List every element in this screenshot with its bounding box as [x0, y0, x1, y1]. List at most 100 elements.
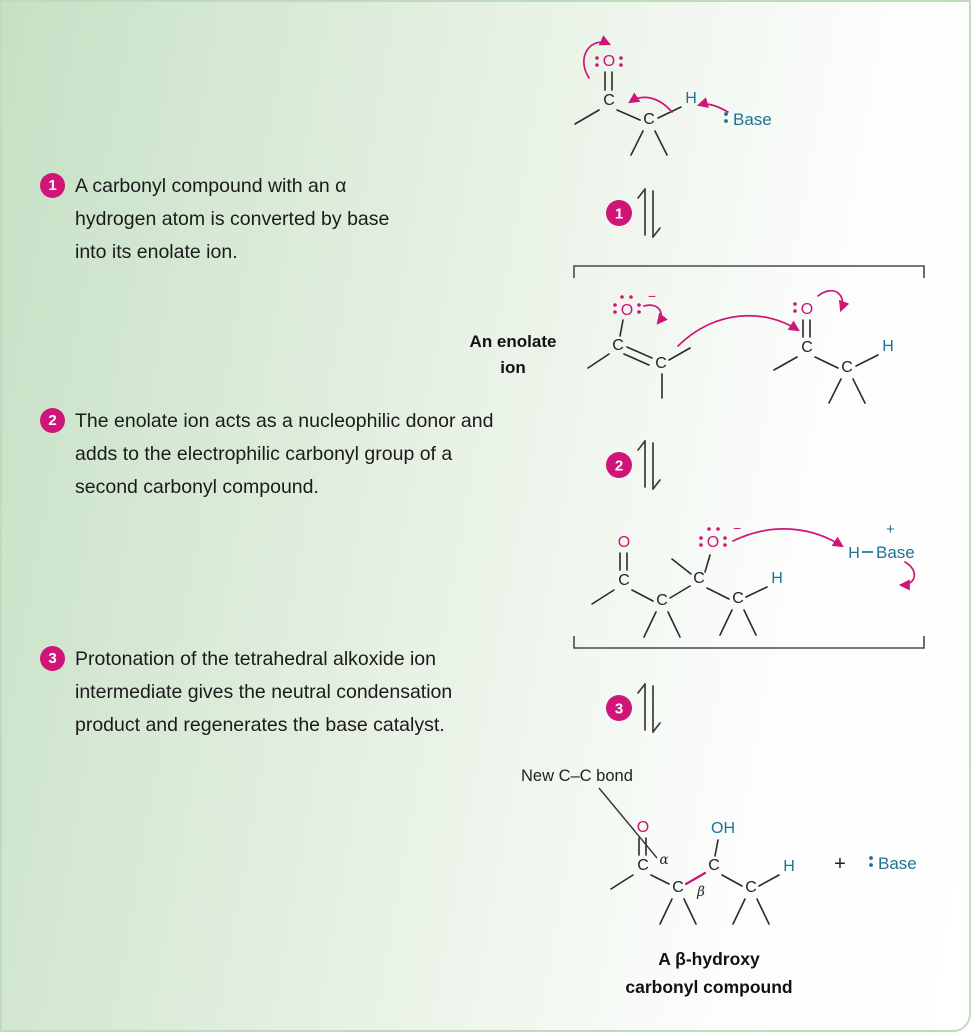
equilibrium-arrowhead	[652, 722, 661, 733]
lone-pair-dot	[716, 527, 720, 531]
enolate-carbon-2: C	[655, 355, 667, 372]
base-lone-pair-dot	[869, 856, 873, 860]
electron-arrow-to-oxygen	[817, 290, 850, 313]
lone-pair-dot	[613, 303, 617, 307]
base-lone-pair-dot	[724, 119, 728, 123]
step-1-badge: 1	[40, 173, 65, 198]
lone-pair-dot	[619, 63, 623, 67]
co-bond	[619, 319, 624, 337]
electron-arrow-bond-to-base	[898, 561, 916, 591]
lone-pair-dot	[637, 310, 641, 314]
step-1-text: A carbonyl compound with an α hydrogen a…	[75, 175, 390, 263]
co-bond	[704, 554, 711, 573]
step-2-description: 2 The enolate ion acts as a nucleophilic…	[40, 405, 510, 503]
ch-bond	[758, 874, 780, 887]
equilibrium-arrowhead	[652, 227, 661, 238]
methyl-bond	[659, 898, 673, 925]
new-bond-label: New C–C bond	[521, 767, 633, 785]
methyl-bond	[667, 611, 681, 638]
cc-bond	[814, 356, 839, 369]
product-caption: A β-hydroxy carbonyl compound	[625, 949, 792, 997]
carbonyl-carbon: C	[801, 339, 813, 356]
carbonyl-oxygen: O	[603, 53, 615, 70]
base-lone-pair-dot	[869, 863, 873, 867]
beta-label: β	[696, 884, 705, 900]
h-base-label: H Base +	[848, 521, 916, 591]
methyl-bond	[587, 353, 610, 369]
carbon: C	[732, 590, 744, 607]
step-3-text: Protonation of the tetrahedral alkoxide …	[75, 648, 453, 736]
lone-pair-dot	[619, 56, 623, 60]
hydroxyl-group: OH	[711, 820, 735, 837]
methyl-bond	[630, 130, 644, 156]
carbon: C	[745, 879, 757, 896]
scheme-step-2-number: 2	[615, 458, 623, 475]
cc-bond	[721, 874, 743, 887]
methyl-bond	[654, 130, 668, 156]
scheme-step-1-badge	[606, 200, 632, 226]
enolate-oxygen: O	[621, 302, 633, 319]
step-1-description: 1 A carbonyl compound with an α hydrogen…	[40, 170, 426, 268]
bracket-bottom	[573, 636, 925, 649]
equilibrium-3: 3	[606, 683, 661, 733]
carbonyl-carbon: C	[603, 92, 615, 109]
co-bond	[714, 839, 719, 857]
beta-carbon: C	[708, 857, 720, 874]
hydrogen: H	[771, 570, 783, 587]
methyl-bond	[828, 378, 842, 404]
ch-bond	[657, 106, 682, 119]
ch-bond	[855, 354, 879, 367]
electron-arrow-from-oxygen	[643, 304, 668, 325]
alpha-carbon: C	[656, 592, 668, 609]
methyl-bond	[591, 589, 615, 605]
negative-charge: −	[648, 288, 656, 304]
methyl-bond	[671, 558, 692, 575]
alkoxide-structure: O C C C − O C H	[591, 520, 844, 638]
acidic-hydrogen: H	[848, 545, 860, 562]
alpha-carbon: C	[672, 879, 684, 896]
equilibrium-arrowhead	[637, 683, 646, 694]
cc-bond	[631, 589, 654, 602]
carbonyl-carbon: C	[637, 857, 649, 874]
alpha-hydrogen: H	[685, 90, 697, 107]
methyl-bond	[610, 874, 634, 890]
hydrogen: H	[783, 858, 795, 875]
enolate-label-line1: An enolate	[470, 332, 557, 351]
lone-pair-dot	[613, 310, 617, 314]
hydrogen: H	[882, 338, 894, 355]
new-bond-callout: New C–C bond	[521, 767, 658, 859]
lone-pair-dot	[793, 302, 797, 306]
enolate-label: An enolate ion	[470, 332, 557, 377]
methyl-bond	[719, 609, 733, 636]
lone-pair-dot	[699, 543, 703, 547]
lone-pair-dot	[629, 295, 633, 299]
double-bond	[623, 353, 650, 366]
ch-bond	[745, 586, 768, 598]
caption-line1: A β-hydroxy	[658, 949, 760, 969]
alkoxide-carbon: C	[693, 570, 705, 587]
scheme-step-2-badge	[606, 452, 632, 478]
methyl-bond	[643, 611, 657, 638]
methyl-bond	[852, 378, 866, 404]
methyl-bond	[668, 347, 691, 361]
cc-bond	[706, 587, 730, 600]
equilibrium-2: 2	[606, 440, 661, 490]
equilibrium-arrowhead	[652, 479, 661, 490]
new-cc-bond	[684, 871, 707, 886]
alkoxide-oxygen: O	[707, 534, 719, 551]
lone-pair-dot	[595, 63, 599, 67]
alpha-label: α	[659, 852, 668, 868]
electron-arrow-to-oxygen	[583, 35, 612, 79]
negative-charge: −	[733, 520, 741, 536]
equilibrium-1: 1	[606, 188, 661, 238]
new-bond-pointer-line	[598, 787, 658, 859]
lone-pair-dot	[723, 536, 727, 540]
cc-bond	[650, 874, 670, 885]
methyl-bond	[683, 898, 697, 925]
step-2-text: The enolate ion acts as a nucleophilic d…	[75, 410, 494, 498]
electron-arrow-o-to-h	[732, 528, 844, 548]
carbonyl-carbon: C	[618, 572, 630, 589]
methyl-bond	[773, 356, 798, 371]
electron-arrow-ch-to-c	[628, 92, 673, 113]
cc-bond	[616, 109, 641, 121]
